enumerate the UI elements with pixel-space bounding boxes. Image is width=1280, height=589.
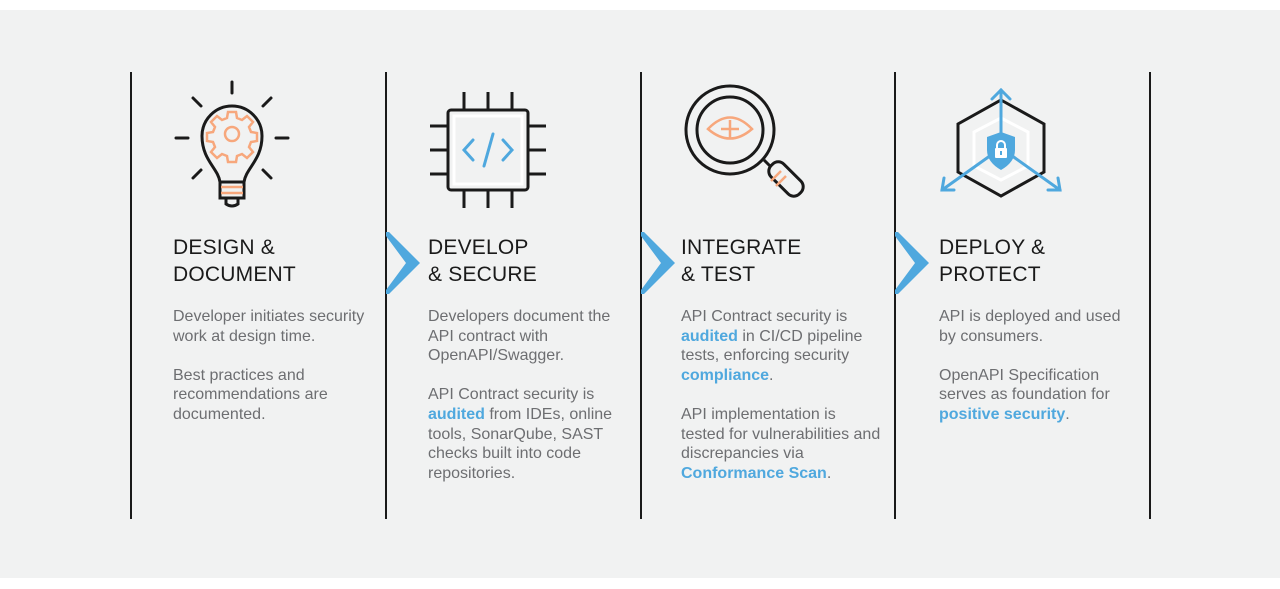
chip-code-icon [430, 92, 546, 208]
description-paragraph: API Contract security is audited from ID… [428, 385, 628, 483]
highlighted-term: compliance [681, 366, 770, 384]
description-text: in CI/CD pipeline tests, enforcing secur… [681, 327, 863, 365]
description-paragraph: Developers document the API contract wit… [428, 307, 628, 366]
stage-title: INTEGRATE & TEST [681, 234, 801, 288]
highlighted-term: audited [428, 405, 485, 423]
hexagon-shield-lock-icon [940, 87, 1062, 198]
stage-title-line: DOCUMENT [173, 263, 296, 286]
stage-title: DEPLOY & PROTECT [939, 234, 1045, 288]
description-text: API Contract security is [428, 386, 595, 404]
divider-line [894, 72, 896, 519]
description-text: . [826, 464, 832, 482]
divider-line [640, 72, 642, 519]
stage-title: DEVELOP & SECURE [428, 234, 537, 288]
divider-line [1149, 72, 1151, 519]
stage-description: API is deployed and used by consumers. Op… [939, 307, 1139, 444]
description-text: Developers document the API contract wit… [428, 308, 611, 365]
highlighted-term: positive security [939, 405, 1066, 423]
stage-title-line: & TEST [681, 263, 756, 286]
highlighted-term: Conformance Scan [681, 464, 827, 482]
description-text: . [769, 366, 774, 384]
stage-title-line: DEPLOY & [939, 236, 1046, 259]
magnifier-eye-icon [684, 84, 805, 198]
stage-description: API Contract security is audited in CI/C… [681, 307, 881, 503]
description-paragraph: API is deployed and used by consumers. [939, 307, 1139, 346]
description-text: API implementation is tested for vulnera… [681, 405, 881, 463]
divider-line [130, 72, 132, 519]
stage-title-line: & SECURE [428, 263, 537, 286]
stage-title-line: INTEGRATE [681, 236, 802, 259]
lightbulb-gear-icon [174, 80, 290, 208]
chevron-arrow-icon [386, 232, 420, 294]
description-text: from IDEs, online tools, SonarQube, SAST… [428, 405, 613, 482]
description-paragraph: Developer initiates security work at des… [173, 307, 373, 346]
chevron-arrow-icon [895, 232, 929, 294]
description-paragraph: OpenAPI Specification serves as foundati… [939, 366, 1139, 425]
stage-description: Developers document the API contract wit… [428, 307, 628, 503]
description-text: API is deployed and used by consumers. [939, 308, 1121, 345]
divider-line [385, 72, 387, 519]
description-paragraph: API Contract security is audited in CI/C… [681, 307, 881, 385]
chevron-arrow-icon [641, 232, 675, 294]
description-paragraph: API implementation is tested for vulnera… [681, 405, 881, 483]
stage-title-line: DESIGN & [173, 236, 275, 259]
description-text: Developer initiates security work at des… [173, 308, 365, 345]
stage-title-line: PROTECT [939, 263, 1041, 286]
description-text: Best practices and recommendations are d… [173, 366, 328, 423]
description-paragraph: Best practices and recommendations are d… [173, 366, 373, 425]
description-text: . [1065, 405, 1070, 423]
description-text: OpenAPI Specification serves as foundati… [939, 366, 1110, 404]
highlighted-term: audited [681, 327, 738, 345]
description-text: API Contract security is [681, 308, 848, 325]
stage-title: DESIGN & DOCUMENT [173, 234, 296, 288]
stage-title-line: DEVELOP [428, 236, 529, 259]
stage-description: Developer initiates security work at des… [173, 307, 373, 444]
